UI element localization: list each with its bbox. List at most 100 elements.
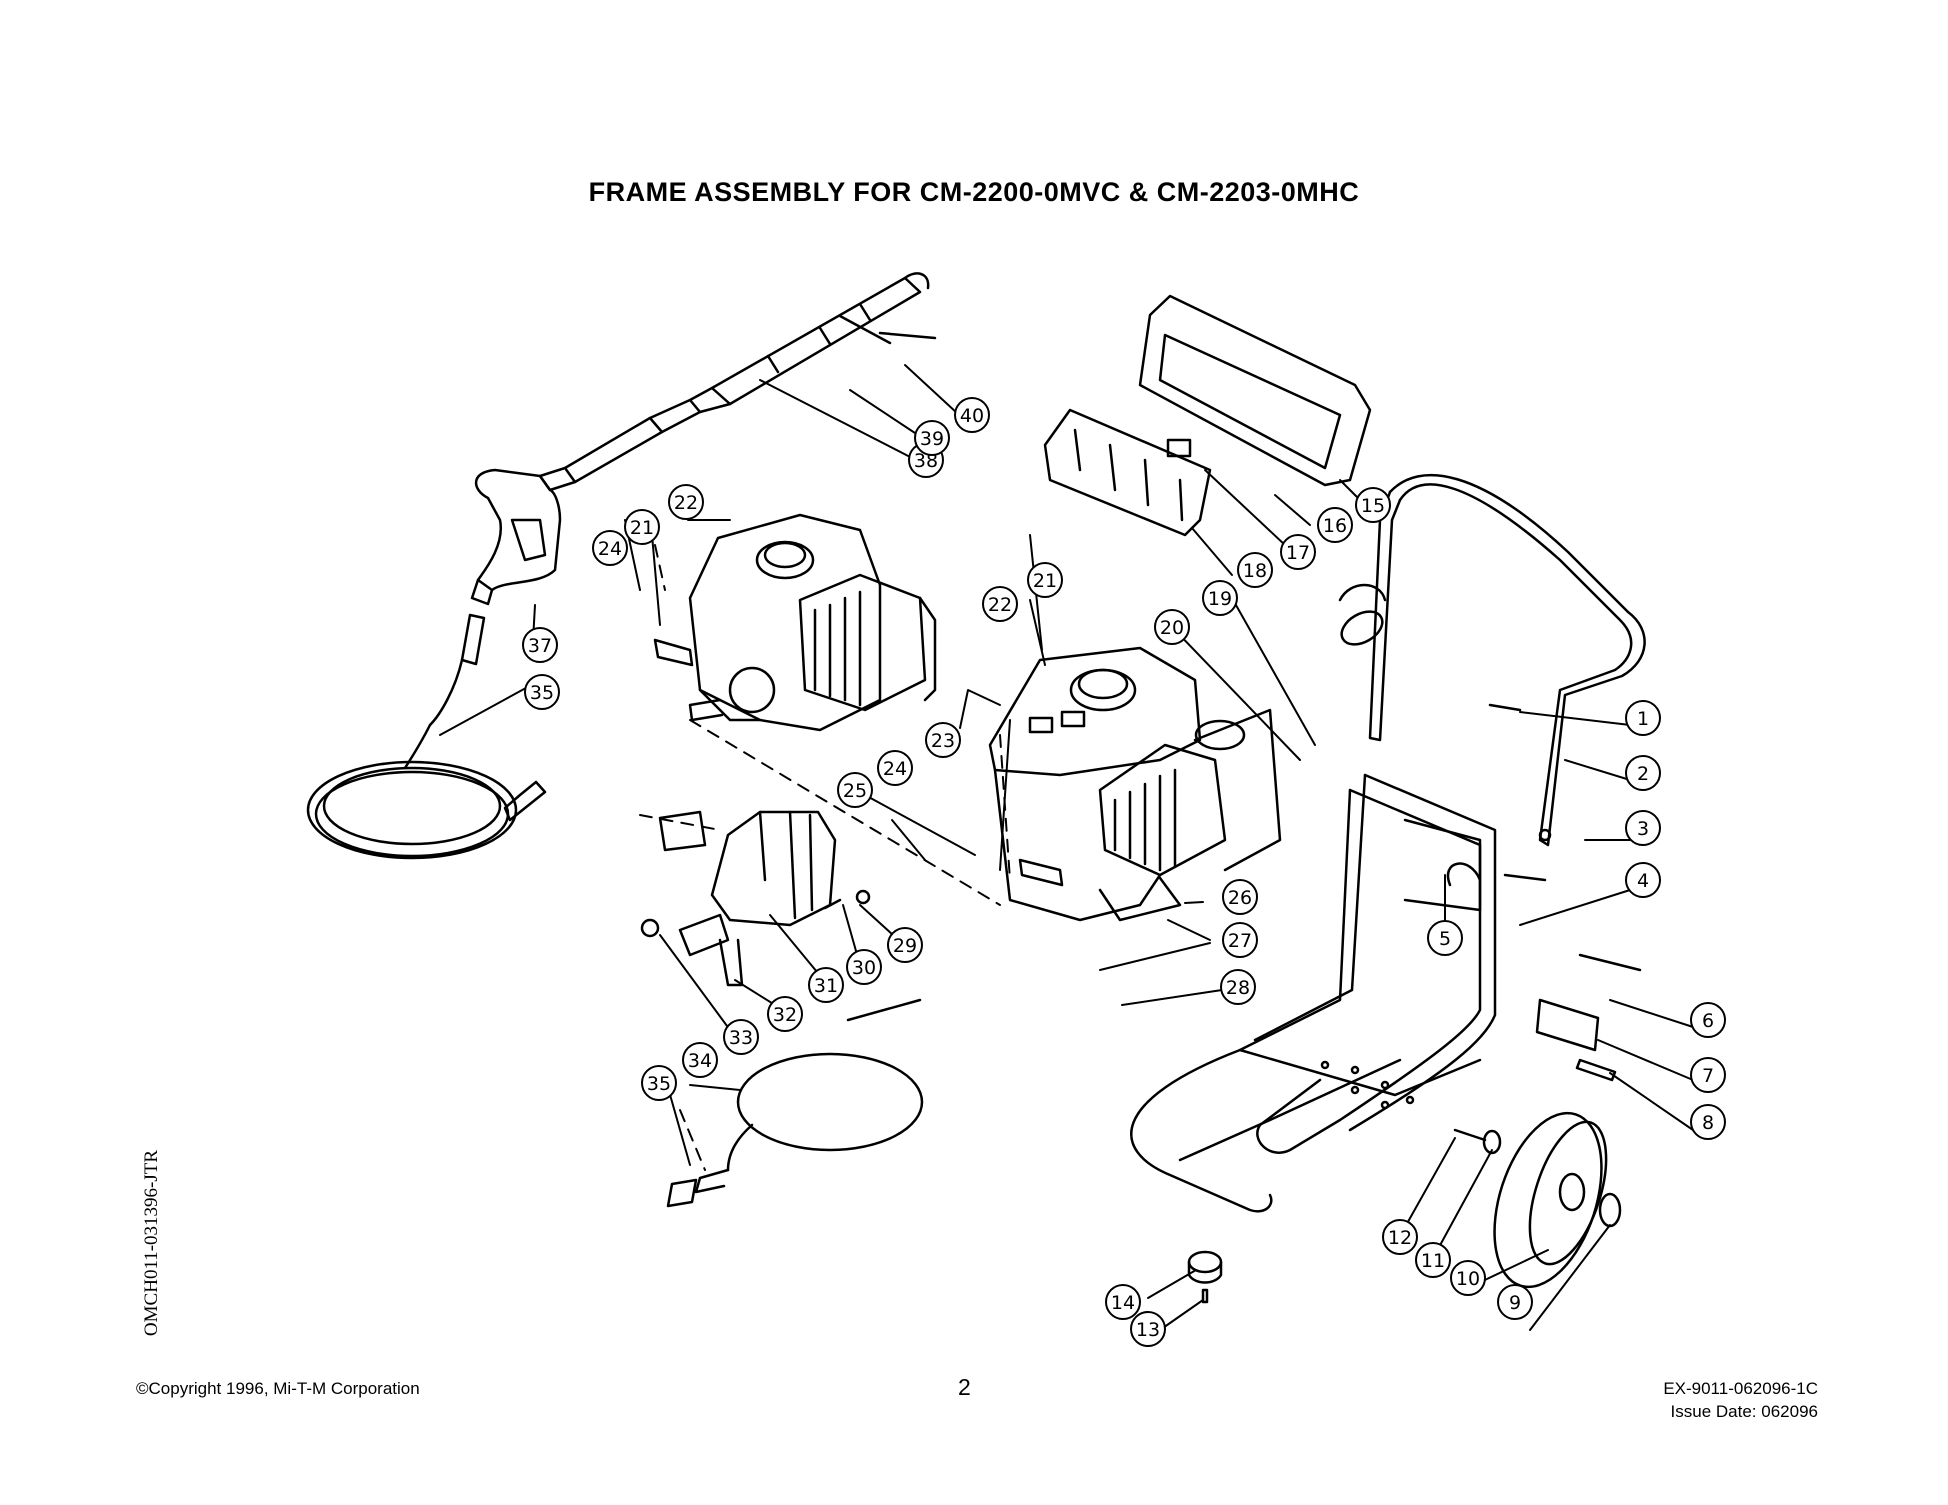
callout-circle [682, 1042, 718, 1078]
callout-circle [1625, 700, 1661, 736]
callout-circle [668, 484, 704, 520]
callout-label: 10 [1456, 1268, 1480, 1290]
callout-circle [1625, 755, 1661, 791]
callout-circle [592, 530, 628, 566]
callout-label: 2 [1637, 763, 1649, 785]
callout-label: 31 [814, 975, 838, 997]
leader-lines [439, 364, 1694, 1331]
callout-label: 37 [528, 635, 552, 657]
callout-circle [524, 674, 560, 710]
callout-circle [1222, 922, 1258, 958]
high-pressure-hose-drawing [306, 723, 547, 860]
callout-label: 30 [852, 957, 876, 979]
callout-label: 40 [960, 405, 984, 427]
callout-label: 9 [1509, 1292, 1521, 1314]
callout-22-2: 22 [982, 586, 1018, 622]
callout-17: 17 [1280, 534, 1316, 570]
callout-39: 39 [914, 420, 950, 456]
callout-circle [877, 750, 913, 786]
callout-label: 22 [988, 594, 1012, 616]
callout-label: 12 [1388, 1227, 1412, 1249]
callout-11: 11 [1415, 1242, 1451, 1278]
callout-34: 34 [682, 1042, 718, 1078]
callout-circle [914, 420, 950, 456]
callout-circle [1690, 1104, 1726, 1140]
document-number: EX-9011-062096-1C [1663, 1379, 1818, 1398]
callout-circle [1625, 862, 1661, 898]
callout-21-2: 21 [1027, 562, 1063, 598]
callout-label: 34 [688, 1050, 712, 1072]
callout-35-2: 35 [641, 1065, 677, 1101]
callout-circle [1202, 580, 1238, 616]
callout-18: 18 [1237, 552, 1273, 588]
callout-label: 7 [1702, 1065, 1714, 1087]
callout-13: 13 [1130, 1311, 1166, 1347]
callout-group: 1234567891011121314151617181920212122222… [522, 397, 1726, 1347]
callout-8: 8 [1690, 1104, 1726, 1140]
callout-circle [1355, 487, 1391, 523]
callout-label: 25 [843, 780, 867, 802]
callout-16: 16 [1317, 507, 1353, 543]
callout-20: 20 [1154, 609, 1190, 645]
pump-drawing [640, 810, 871, 987]
callout-22: 22 [668, 484, 704, 520]
callout-circle [808, 967, 844, 1003]
callout-circle [1690, 1057, 1726, 1093]
frame-drawing [1130, 773, 1497, 1213]
callout-label: 3 [1637, 818, 1649, 840]
callout-21: 21 [624, 509, 660, 545]
callout-label: 20 [1160, 617, 1184, 639]
callout-37: 37 [522, 627, 558, 663]
callout-2: 2 [1625, 755, 1661, 791]
callout-circle [1220, 969, 1256, 1005]
callout-circle [641, 1065, 677, 1101]
callout-circle [1130, 1311, 1166, 1347]
shroud-drawing [1138, 294, 1372, 487]
callout-label: 23 [931, 730, 955, 752]
callout-circle [1317, 507, 1353, 543]
callout-19: 19 [1202, 580, 1238, 616]
callout-label: 14 [1111, 1292, 1135, 1314]
callout-10: 10 [1450, 1260, 1486, 1296]
callout-label: 13 [1136, 1319, 1160, 1341]
callout-7: 7 [1690, 1057, 1726, 1093]
callout-circle [767, 996, 803, 1032]
callout-label: 39 [920, 428, 944, 450]
callout-circle [723, 1019, 759, 1055]
callout-label: 15 [1361, 495, 1385, 517]
callout-circle [982, 586, 1018, 622]
callout-label: 22 [674, 492, 698, 514]
callout-circle [954, 397, 990, 433]
siphon-hose-drawing [666, 998, 924, 1208]
callout-40: 40 [954, 397, 990, 433]
callout-circle [1497, 1284, 1533, 1320]
callout-label: 6 [1702, 1010, 1714, 1032]
control-panel-drawing [1043, 408, 1212, 537]
callout-circle [1690, 1002, 1726, 1038]
callout-circle [624, 509, 660, 545]
callout-label: 18 [1243, 560, 1267, 582]
callout-label: 24 [883, 758, 907, 780]
spray-wand-drawing [538, 272, 937, 492]
callout-35: 35 [524, 674, 560, 710]
callout-circle [1625, 810, 1661, 846]
callout-31: 31 [808, 967, 844, 1003]
callout-33: 33 [723, 1019, 759, 1055]
callout-label: 16 [1323, 515, 1347, 537]
callout-24-2: 24 [877, 750, 913, 786]
callout-label: 35 [647, 1073, 671, 1095]
issue-date: Issue Date: 062096 [1670, 1402, 1818, 1421]
callout-circle [1105, 1284, 1141, 1320]
copyright-text: ©Copyright 1996, Mi-T-M Corporation [136, 1379, 420, 1398]
callout-label: 11 [1421, 1250, 1445, 1272]
callout-circle [887, 927, 923, 963]
callout-1: 1 [1625, 700, 1661, 736]
callout-label: 21 [630, 517, 654, 539]
callout-27: 27 [1222, 922, 1258, 958]
foot-pad-drawing [1187, 1250, 1223, 1304]
callout-label: 4 [1637, 870, 1649, 892]
callout-15: 15 [1355, 487, 1391, 523]
callout-26: 26 [1222, 879, 1258, 915]
callout-3: 3 [1625, 810, 1661, 846]
callout-circle [1280, 534, 1316, 570]
